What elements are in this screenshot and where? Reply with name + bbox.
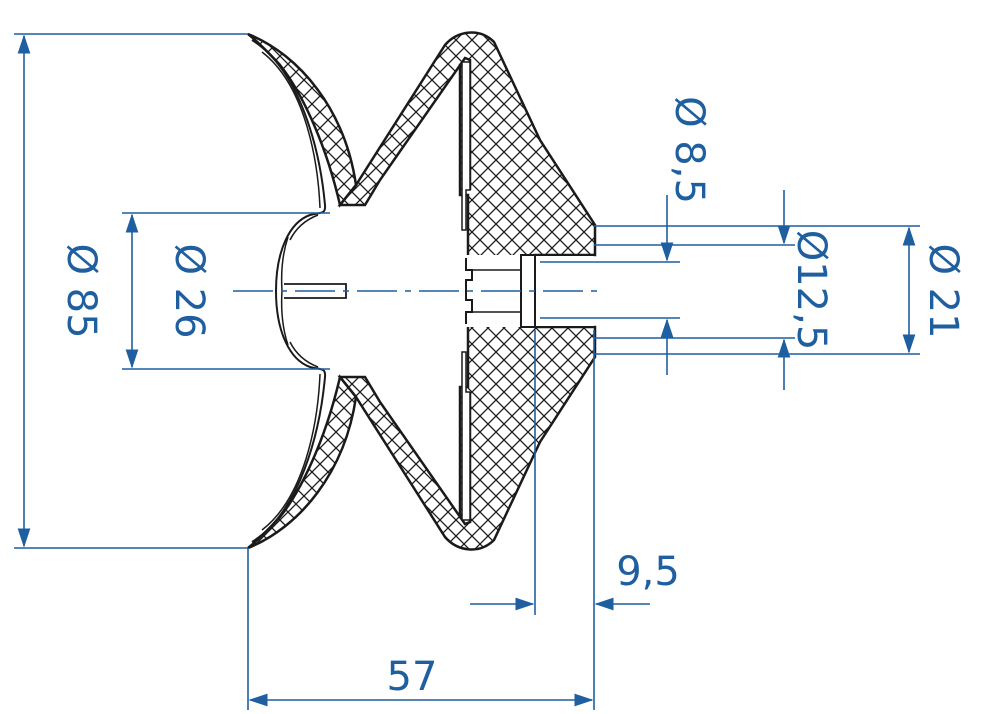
label-offset-length: 9,5 (616, 549, 680, 595)
upper-lip-section (247, 32, 358, 208)
label-bore-medium: Ø12,5 (788, 230, 834, 351)
upper-cavity (461, 61, 471, 231)
label-inner-cup-diameter: Ø 26 (166, 243, 212, 338)
cup-outer-wall (251, 39, 327, 543)
lower-lip-section (247, 374, 358, 550)
label-total-length: 57 (387, 654, 438, 700)
label-flange-diameter: Ø 21 (920, 243, 966, 338)
bore-outline (465, 258, 473, 324)
label-outer-diameter: Ø 85 (58, 243, 104, 338)
label-bore-small: Ø 8,5 (666, 96, 712, 204)
lower-cavity (461, 351, 471, 521)
cup-rim-lower (289, 341, 319, 368)
cup-rim-upper (289, 214, 319, 241)
dimension-labels: Ø 85 Ø 26 Ø 8,5 Ø12,5 Ø 21 9,5 57 (58, 96, 966, 700)
dimension-lines (14, 33, 920, 710)
